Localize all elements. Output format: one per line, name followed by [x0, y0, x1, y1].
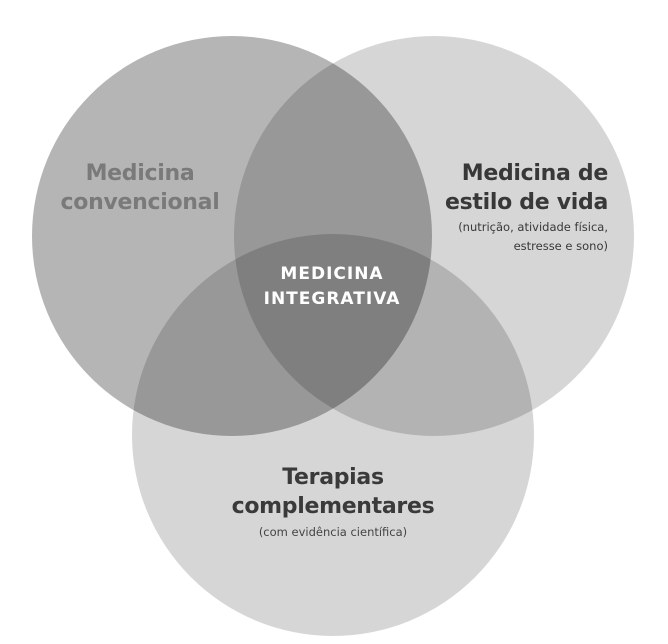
label-complementary-therapies: Terapias complementares (com evidência c… — [183, 464, 483, 540]
subtitle-line: (com evidência científica) — [258, 525, 408, 540]
label-line: INTEGRATIVA — [263, 288, 401, 309]
subtitle-line: estresse e sono) — [513, 238, 608, 253]
label-integrative-medicine: MEDICINA INTEGRATIVA — [232, 262, 432, 311]
label-line: Terapias — [282, 465, 384, 490]
label-conventional-medicine: Medicina convencional — [40, 160, 240, 217]
label-line: convencional — [60, 189, 220, 215]
circle-complementary-therapies — [132, 234, 534, 636]
label-line: Medicina de — [461, 161, 609, 186]
label-line: MEDICINA — [280, 264, 384, 284]
label-lifestyle-medicine: Medicina de estilo de vida (nutrição, at… — [378, 160, 608, 255]
label-line: complementares — [231, 493, 435, 519]
subtitle-line: (nutrição, atividade física, — [458, 220, 608, 235]
label-line: Medicina — [85, 161, 195, 186]
circle-lifestyle-medicine — [234, 36, 634, 436]
circle-conventional-medicine — [32, 36, 432, 436]
label-line: estilo de vida — [445, 189, 608, 215]
